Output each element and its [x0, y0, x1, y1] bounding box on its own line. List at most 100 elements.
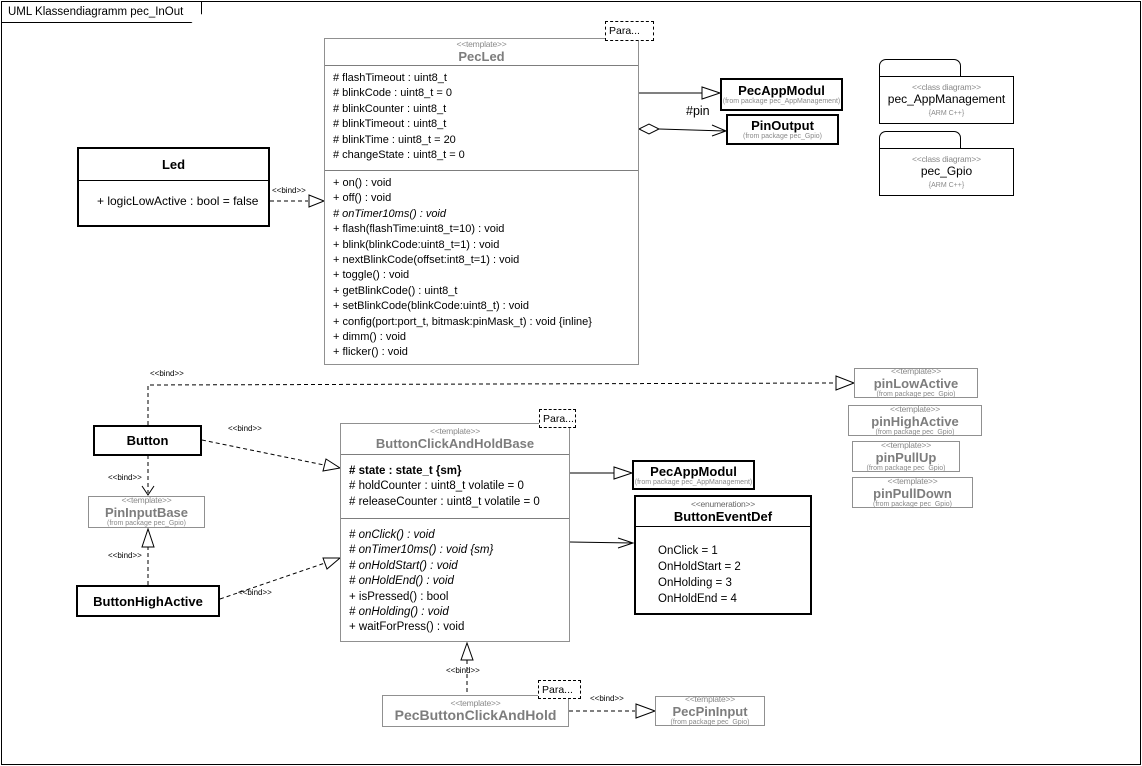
bind-connector-pecbutton-bcahb[interactable] — [460, 641, 474, 695]
class-pininputbase[interactable]: <<template>> PinInputBase (from package … — [88, 496, 205, 528]
class-header: PinOutput (from package pec_Gpio) — [728, 116, 837, 143]
class-name: pinLowActive — [873, 376, 959, 391]
aggregation-pecled-pinoutput[interactable] — [637, 123, 728, 137]
language-note: {ARM C++} — [928, 109, 965, 117]
class-pecled[interactable]: <<template>> PecLed # flashTimeout : uin… — [324, 38, 639, 365]
bind-connector-led-pecled[interactable] — [270, 194, 326, 208]
class-buttonclickandholdbase[interactable]: <<template>> ButtonClickAndHoldBase # st… — [340, 423, 570, 642]
class-name: ButtonHighActive — [93, 593, 203, 609]
bind-connector-buttonhighactive-bcahb[interactable] — [219, 557, 342, 600]
bind-connector-button-pinlowactive[interactable] — [147, 375, 856, 425]
stereotype-label: <<template>> — [429, 426, 481, 436]
method-row: + flicker() : void — [333, 346, 408, 359]
package-tab[interactable] — [879, 59, 961, 77]
class-name: ButtonClickAndHoldBase — [375, 436, 535, 451]
stereotype-label: <<template>> — [456, 39, 507, 49]
package-tab[interactable] — [879, 131, 961, 149]
class-buttoneventdef[interactable]: <<enumeration>> ButtonEventDef OnClick =… — [634, 495, 812, 615]
enum-literals-compartment: OnClick = 1 OnHoldStart = 2 OnHolding = … — [636, 526, 810, 613]
class-buttonhighactive[interactable]: ButtonHighActive — [76, 585, 220, 617]
class-pinoutput[interactable]: PinOutput (from package pec_Gpio) — [726, 114, 839, 145]
stereotype-label: <<template>> — [684, 694, 736, 704]
bind-label: <<bind>> — [108, 473, 142, 482]
class-name: ButtonEventDef — [673, 508, 773, 524]
package-pec-gpio[interactable]: <<class diagram>> pec_Gpio {ARM C++} — [879, 148, 1014, 196]
method-row: + config(port:port_t, bitmask:pinMask_t)… — [333, 315, 592, 328]
bind-connector-pecbutton-pecpininput[interactable] — [569, 703, 657, 719]
from-package-label: (from package pec_Gpio) — [107, 520, 186, 527]
method-row: # onClick() : void — [349, 529, 435, 541]
class-pinlowactive[interactable]: <<template>> pinLowActive (from package … — [854, 366, 978, 398]
bind-label: <<bind>> — [272, 186, 306, 195]
class-header: PecAppModul (from package pec_AppManagem… — [722, 80, 841, 109]
bind-connector-button-bcahb[interactable] — [201, 439, 342, 472]
bind-connector-button-pininputbase[interactable] — [141, 455, 155, 496]
class-button[interactable]: Button — [93, 425, 202, 456]
method-row: + getBlinkCode() : uint8_t — [333, 284, 458, 297]
stereotype-label: <<template>> — [880, 439, 932, 450]
attribute-row: # blinkTimeout : uint8_t — [333, 118, 447, 131]
class-pinpullup[interactable]: <<template>> pinPullUp (from package pec… — [852, 439, 960, 472]
package-pec-appmanagement[interactable]: <<class diagram>> pec_AppManagement {ARM… — [879, 76, 1014, 124]
from-package-label: (from package pec_Gpio) — [876, 391, 956, 398]
attributes-compartment: # flashTimeout : uint8_t # blinkCode : u… — [325, 65, 638, 170]
stereotype-label: <<enumeration>> — [690, 498, 756, 509]
enum-literal: OnHolding = 3 — [658, 577, 732, 589]
class-header: Led — [79, 149, 268, 180]
attribute-row: # state : state_t {sm} — [349, 465, 462, 477]
class-name: PecAppModul — [738, 83, 825, 98]
stereotype-label: <<template>> — [887, 475, 938, 486]
attribute-row: # blinkCounter : uint8_t — [333, 102, 447, 115]
class-name: PecPinInput — [672, 704, 748, 719]
from-package-label: (from package pec_AppManagement) — [722, 98, 841, 105]
class-name: pinPullUp — [875, 449, 937, 465]
stereotype-label: <<template>> — [890, 366, 942, 376]
from-package-label: (from package pec_Gpio) — [875, 428, 955, 436]
class-name: PinInputBase — [104, 505, 189, 520]
class-pecappmodul-2[interactable]: PecAppModul (from package pec_AppManagem… — [632, 460, 755, 490]
method-row: + dimm() : void — [333, 331, 407, 344]
package-name: pec_AppManagement — [887, 91, 1006, 106]
bind-label: <<bind>> — [150, 369, 184, 378]
association-bcahb-buttoneventdef[interactable] — [569, 537, 635, 549]
enum-literal: OnHoldEnd = 4 — [658, 593, 737, 605]
diagram-title-tab: UML Klassendiagramm pec_InOut — [2, 2, 202, 23]
method-row: # onHoldStart() : void — [349, 559, 458, 572]
class-name: Button — [126, 433, 169, 448]
class-name: pinPullDown — [873, 485, 952, 501]
template-parameter-box[interactable]: Para... — [605, 21, 654, 41]
class-pecappmodul-1[interactable]: PecAppModul (from package pec_AppManagem… — [720, 78, 843, 111]
attribute-row: # blinkTime : uint8_t = 20 — [333, 133, 456, 146]
generalization-pecled-pecappmodul[interactable] — [639, 86, 722, 100]
class-pinhighactive[interactable]: <<template>> pinHighActive (from package… — [848, 404, 982, 436]
class-header: <<template>> ButtonClickAndHoldBase — [341, 424, 569, 454]
template-parameter-box[interactable]: Para... — [539, 409, 576, 428]
class-name: PecAppModul — [650, 463, 737, 479]
stereotype-label: <<template>> — [450, 698, 501, 708]
bind-connector-buttonhighactive-pininputbase[interactable] — [141, 527, 155, 585]
bind-label: <<bind>> — [108, 551, 142, 560]
from-package-label: (from package pec_Gpio) — [866, 464, 946, 472]
class-pecbuttonclickandhold[interactable]: <<template>> PecButtonClickAndHold — [382, 695, 569, 727]
pin-role-label: #pin — [686, 104, 710, 118]
method-row: + flash(flashTime:uint8_t=10) : void — [333, 223, 505, 236]
class-pinpulldown[interactable]: <<template>> pinPullDown (from package p… — [852, 475, 973, 508]
enum-literal: OnClick = 1 — [658, 545, 718, 557]
methods-compartment: + on() : void + off() : void # onTimer10… — [325, 170, 638, 364]
method-row: + waitForPress() : void — [349, 621, 465, 634]
class-header: <<enumeration>> ButtonEventDef — [636, 497, 810, 526]
methods-compartment: # onClick() : void # onTimer10ms() : voi… — [341, 518, 569, 641]
class-led[interactable]: Led + logicLowActive : bool = false — [77, 147, 270, 227]
template-parameter-box[interactable]: Para... — [538, 680, 581, 699]
from-package-label: (from package pec_Gpio) — [873, 500, 952, 508]
generalization-bcahb-pecappmodul[interactable] — [570, 466, 634, 480]
class-name: PecLed — [458, 49, 505, 64]
bind-label: <<bind>> — [590, 694, 624, 703]
class-name: PinOutput — [751, 118, 814, 133]
class-pecpininput[interactable]: <<template>> PecPinInput (from package p… — [655, 694, 765, 726]
package-name: pec_Gpio — [920, 163, 973, 178]
method-row: # onTimer10ms() : void — [333, 207, 446, 220]
attributes-compartment: # state : state_t {sm} # holdCounter : u… — [341, 454, 569, 518]
